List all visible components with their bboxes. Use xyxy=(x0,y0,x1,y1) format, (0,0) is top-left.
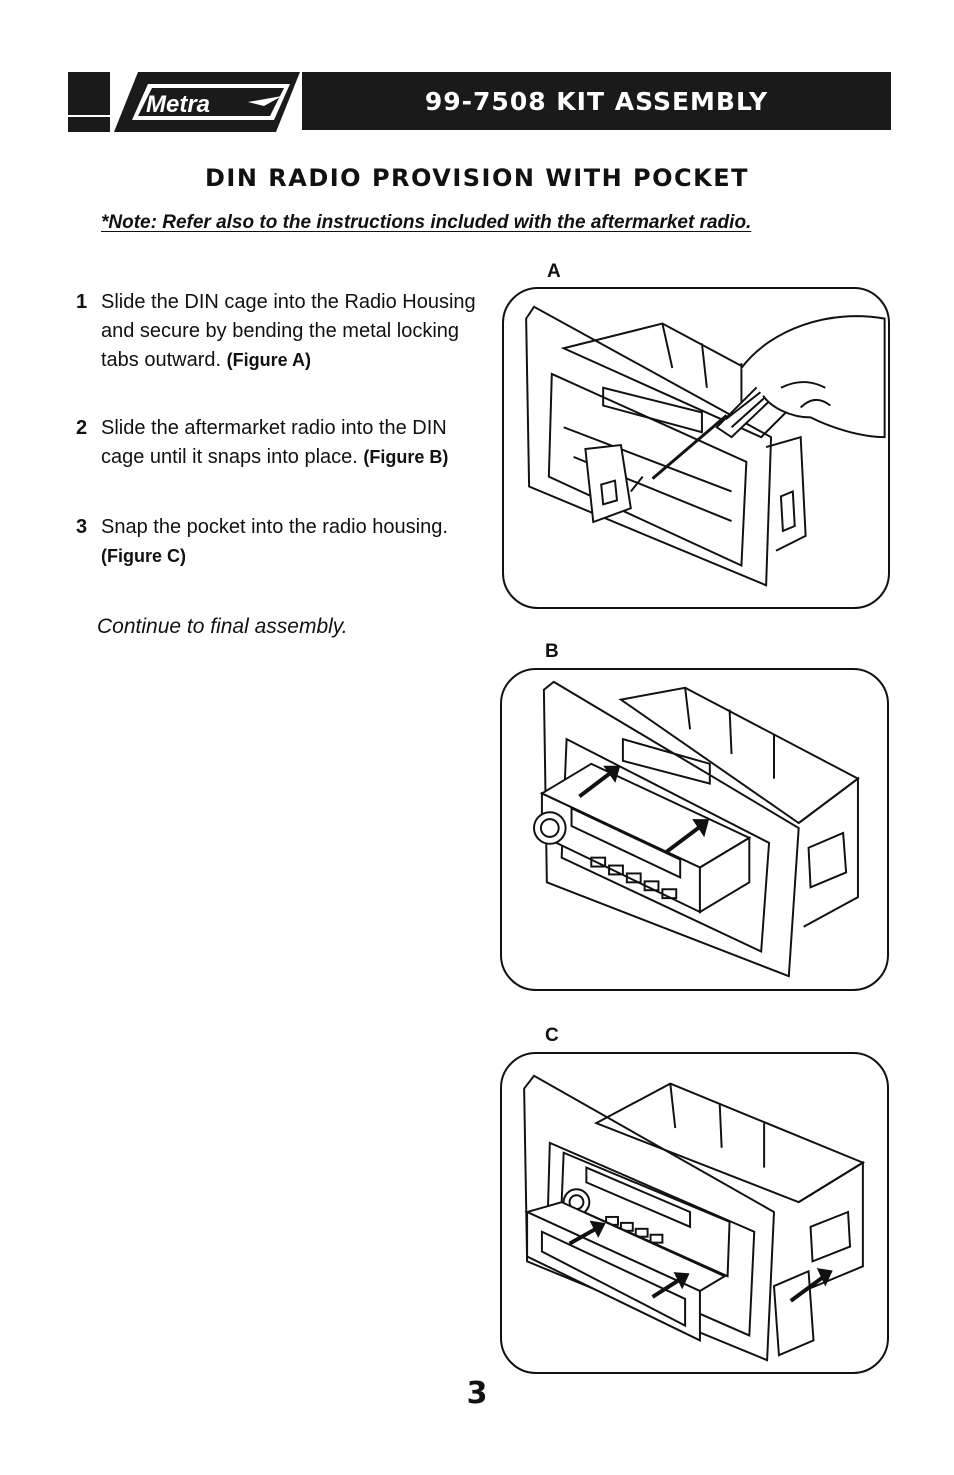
logo-wordmark: Metra xyxy=(146,91,210,118)
step-text: Snap the pocket into the radio housing. xyxy=(101,516,448,538)
radio-instructions-note: *Note: Refer also to the instructions in… xyxy=(101,212,752,233)
step-3: 3 Snap the pocket into the radio housing… xyxy=(76,513,486,571)
section-heading: DIN RADIO PROVISION WITH POCKET xyxy=(204,164,750,192)
figure-reference: (Figure B) xyxy=(363,447,449,467)
step-2: 2 Slide the aftermarket radio into the D… xyxy=(76,414,486,472)
step-text: Slide the DIN cage into the Radio Housin… xyxy=(101,291,476,371)
step-1: 1 Slide the DIN cage into the Radio Hous… xyxy=(76,288,486,375)
continue-instruction: Continue to final assembly. xyxy=(97,615,348,638)
figure-b-radio-insertion-illustration xyxy=(500,668,889,991)
figure-c-pocket-installation-illustration xyxy=(500,1052,889,1374)
figure-b-label: B xyxy=(545,641,559,662)
step-number: 2 xyxy=(76,417,88,439)
metra-logo: Metra xyxy=(68,72,300,132)
step-text: Slide the aftermarket radio into the DIN… xyxy=(101,417,447,468)
figure-a-din-cage-illustration xyxy=(502,287,890,609)
figure-a-label: A xyxy=(547,261,561,282)
step-number: 3 xyxy=(76,516,88,538)
figure-reference: (Figure A) xyxy=(226,350,311,370)
figure-reference: (Figure C) xyxy=(101,546,186,566)
figure-c-label: C xyxy=(545,1025,559,1046)
kit-title: 99-7508 KIT ASSEMBLY xyxy=(424,86,769,116)
page-number: 3 xyxy=(466,1376,488,1411)
step-number: 1 xyxy=(76,291,88,313)
kit-title-bar: 99-7508 KIT ASSEMBLY xyxy=(302,72,891,130)
